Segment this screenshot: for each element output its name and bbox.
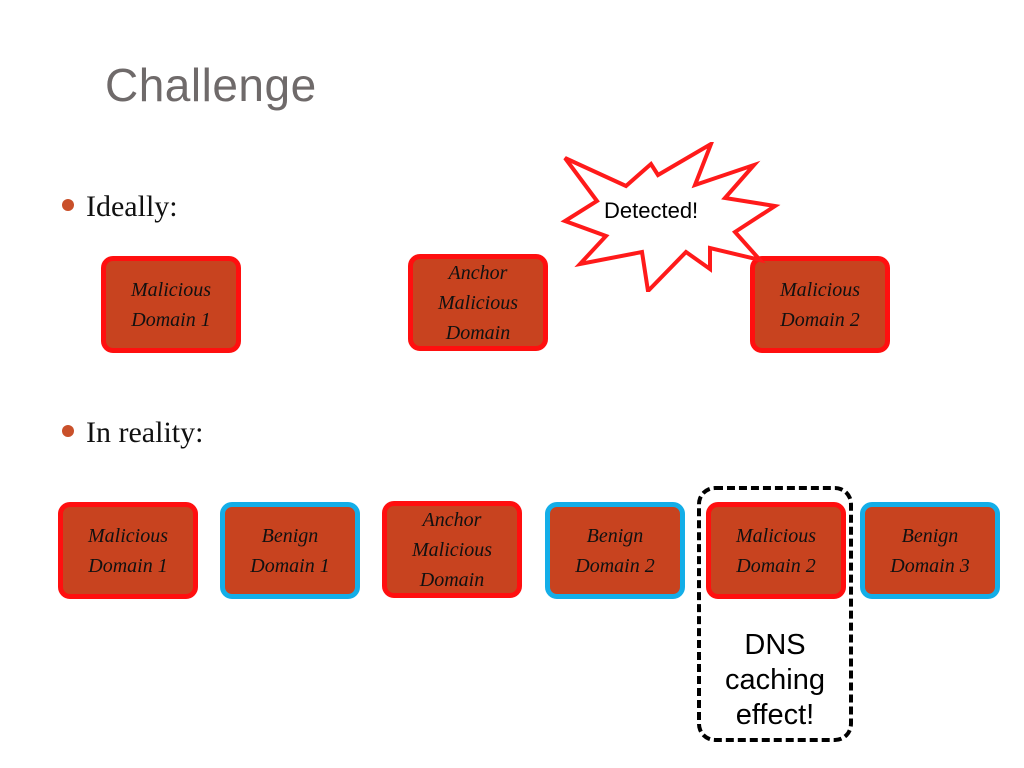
reality-benign-domain-1: Benign Domain 1 [220, 502, 360, 599]
bullet-dot [62, 199, 74, 211]
reality-malicious-domain-1: Malicious Domain 1 [58, 502, 198, 599]
bullet-ideally-text: Ideally: [86, 190, 178, 223]
ideal-malicious-domain-1: Malicious Domain 1 [101, 256, 241, 353]
bullet-dot [62, 425, 74, 437]
bullet-reality: In reality: [62, 416, 203, 450]
dns-caching-highlight [697, 486, 853, 742]
ideal-anchor-malicious-domain: Anchor Malicious Domain [408, 254, 548, 351]
box-label: Benign Domain 3 [890, 524, 970, 577]
bullet-reality-text: In reality: [86, 416, 204, 449]
box-label: Anchor Malicious Domain [438, 261, 518, 344]
detected-burst-icon [560, 142, 781, 292]
reality-benign-domain-3: Benign Domain 3 [860, 502, 1000, 599]
box-label: Malicious Domain 2 [780, 278, 860, 331]
reality-malicious-domain-2: Malicious Domain 2 [706, 502, 846, 599]
box-label: Benign Domain 1 [250, 524, 330, 577]
reality-benign-domain-2: Benign Domain 2 [545, 502, 685, 599]
box-label: Malicious Domain 1 [131, 278, 211, 331]
bullet-ideally: Ideally: [62, 190, 178, 224]
box-label: Malicious Domain 1 [88, 524, 168, 577]
box-label: Malicious Domain 2 [736, 524, 816, 577]
slide-title: Challenge [105, 59, 317, 111]
box-label: Benign Domain 2 [575, 524, 655, 577]
detected-label: Detected! [604, 198, 699, 223]
box-label: Anchor Malicious Domain [412, 508, 492, 591]
dns-caching-label: DNS caching effect! [725, 629, 825, 731]
reality-anchor-malicious-domain: Anchor Malicious Domain [382, 501, 522, 598]
ideal-malicious-domain-2: Malicious Domain 2 [750, 256, 890, 353]
